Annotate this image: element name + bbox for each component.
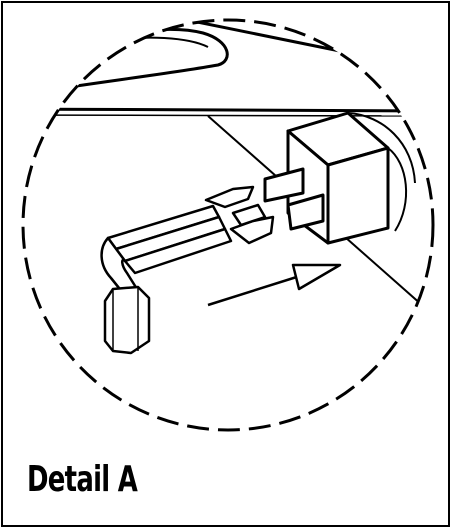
divider-line-2 [23,114,433,117]
detail-illustration [21,18,435,432]
detail-contents [23,20,433,355]
connector-icon [263,111,416,245]
panel-edge-curve [42,27,229,93]
direction-arrow-icon [207,263,342,307]
divider-line [23,107,433,113]
detail-caption: Detail A [27,459,138,500]
panel-line-1 [142,20,433,75]
panel-inner-curve [112,36,209,48]
detail-circle [21,18,435,432]
allen-key-icon [100,185,275,355]
panel-line-2 [192,20,433,52]
